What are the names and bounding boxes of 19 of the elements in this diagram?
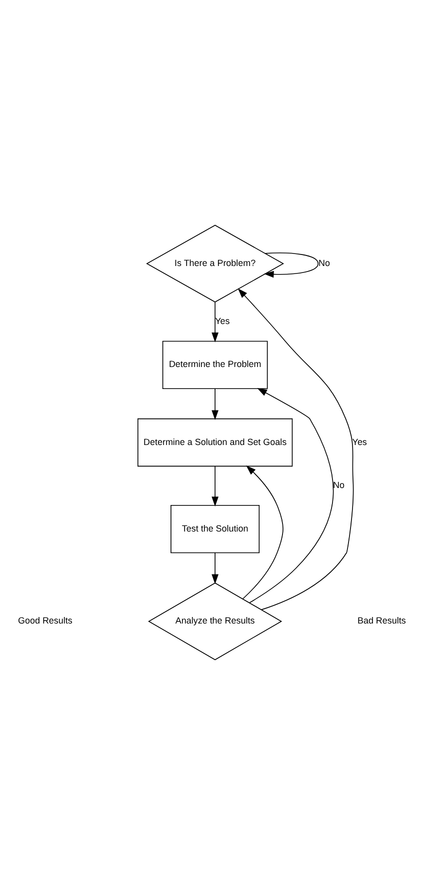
edge-label: No: [333, 480, 345, 490]
arrow: [212, 301, 218, 342]
edge-label: No: [318, 257, 330, 268]
arrow: [212, 465, 218, 506]
edge-label: Yes: [215, 315, 230, 326]
arrow: [242, 464, 284, 599]
label: Bad Results: [357, 615, 406, 626]
arrow: [212, 388, 218, 420]
label: Good Results: [18, 615, 72, 626]
edge-label: Yes: [352, 436, 367, 446]
node-box: Determine a Solution and Set Goals: [137, 418, 293, 466]
node-box: Test the Solution: [170, 504, 260, 553]
node-box: Determine the Problem: [162, 340, 268, 388]
arrow: [264, 252, 319, 278]
arrow: [238, 288, 354, 610]
node-diamond: Analyze the Results: [148, 582, 282, 660]
arrow: [212, 552, 218, 584]
arrow: [249, 388, 334, 603]
node-diamond: Is There a Problem?: [146, 224, 284, 302]
